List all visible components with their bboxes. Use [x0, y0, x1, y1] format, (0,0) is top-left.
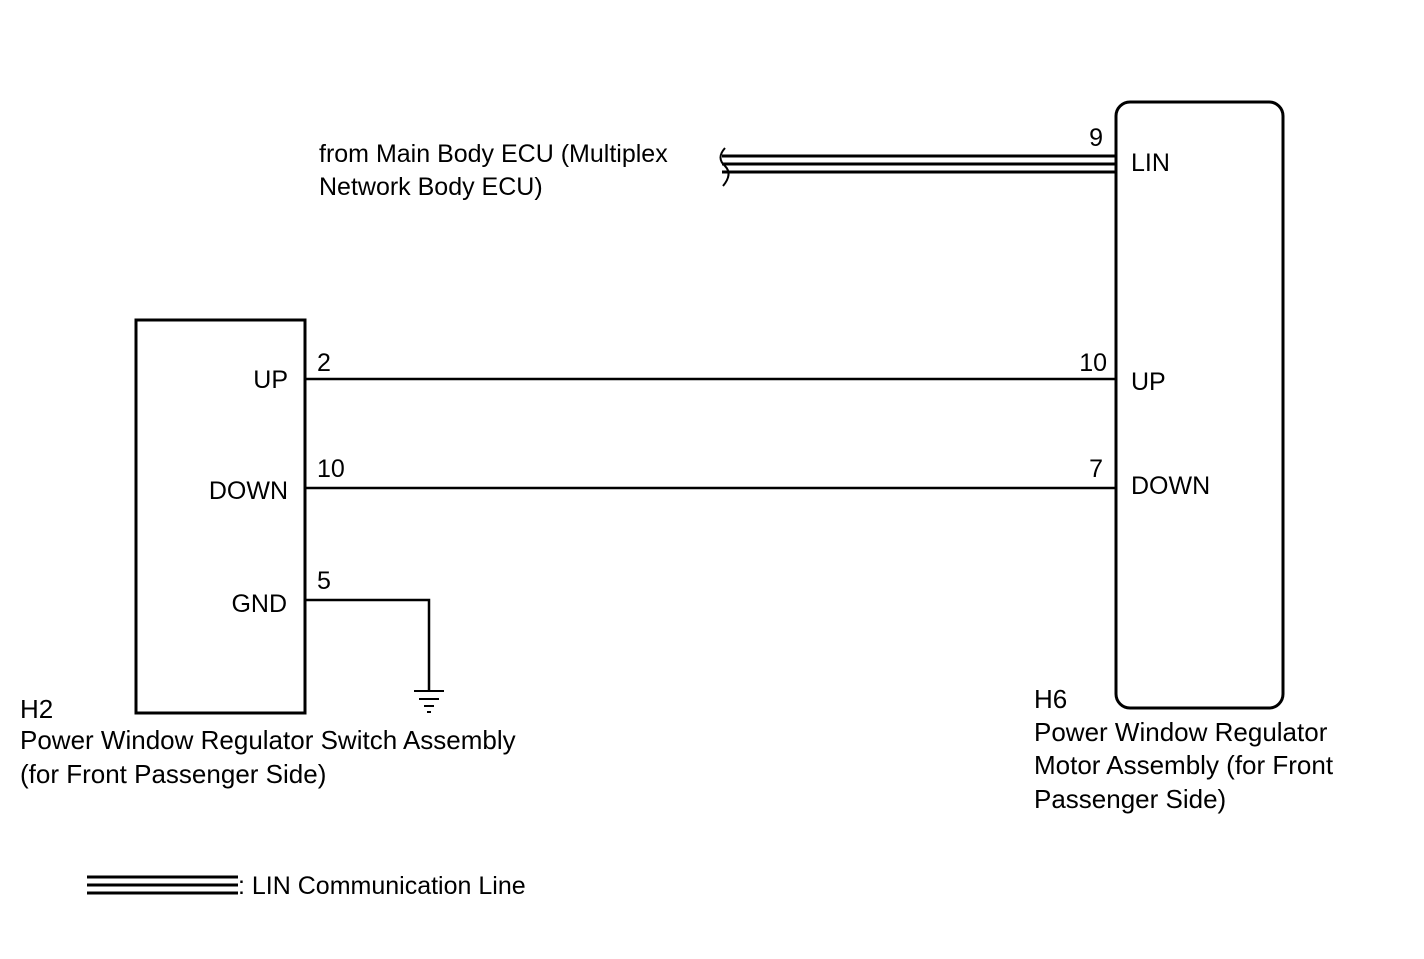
switch-assembly-name-line2: (for Front Passenger Side)	[20, 759, 326, 789]
source-label-line2: Network Body ECU)	[319, 173, 543, 201]
switch-assembly-code: H2	[20, 694, 53, 724]
motor-pin-up: 10	[1079, 349, 1107, 377]
motor-signal-lin: LIN	[1131, 149, 1170, 177]
motor-signal-down: DOWN	[1131, 472, 1210, 500]
motor-assembly-name-line3: Passenger Side)	[1034, 784, 1226, 814]
switch-signal-down: DOWN	[209, 477, 288, 505]
switch-signal-gnd: GND	[231, 590, 287, 618]
legend-lin-swatch	[87, 875, 238, 895]
switch-pin-gnd: 5	[317, 567, 331, 595]
switch-assembly-name-line1: Power Window Regulator Switch Assembly	[20, 725, 516, 755]
ground-icon	[414, 690, 444, 713]
motor-pin-down: 7	[1089, 455, 1103, 483]
switch-pin-down: 10	[317, 455, 345, 483]
motor-assembly-box	[1114, 100, 1285, 710]
motor-signal-up: UP	[1131, 368, 1166, 396]
motor-assembly-code: H6	[1034, 684, 1067, 714]
motor-assembly-name-line1: Power Window Regulator	[1034, 717, 1328, 747]
source-label-line1: from Main Body ECU (Multiplex	[319, 140, 668, 168]
motor-assembly-name-line2: Motor Assembly (for Front	[1034, 750, 1334, 780]
lin-bus-wire	[719, 147, 1116, 187]
motor-pin-lin: 9	[1089, 124, 1103, 152]
legend-lin-label: : LIN Communication Line	[238, 872, 526, 900]
switch-signal-up: UP	[253, 366, 288, 394]
wire-break-symbol	[719, 147, 730, 187]
switch-pin-up: 2	[317, 349, 331, 377]
switch-assembly-box	[134, 318, 307, 715]
gnd-wire	[305, 598, 431, 691]
